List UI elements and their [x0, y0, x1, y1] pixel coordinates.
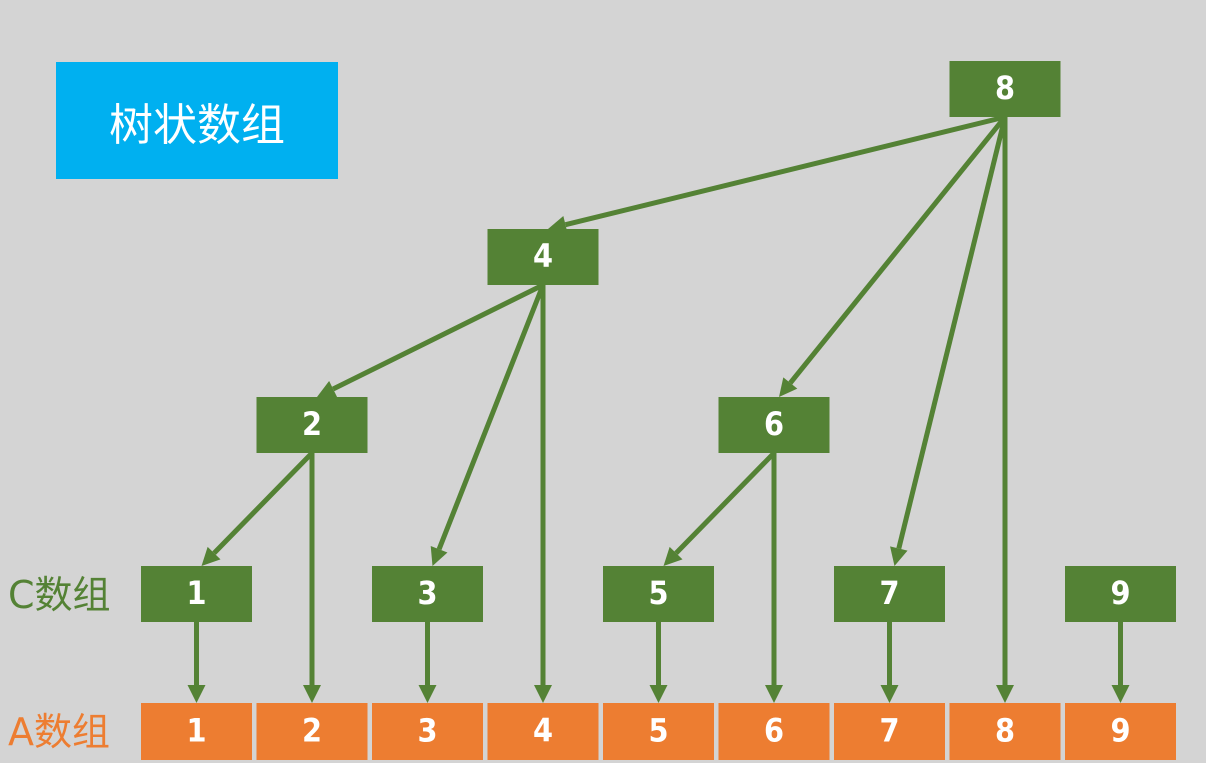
a-node-8: 8	[949, 703, 1061, 760]
a-node-6-label: 6	[764, 712, 784, 750]
a-node-9: 9	[1065, 703, 1176, 760]
a-node-1-label: 1	[186, 712, 206, 750]
c-node-3-box	[372, 566, 483, 622]
c-node-5: 5	[603, 566, 714, 622]
a-node-5-label: 5	[648, 712, 668, 750]
c-node-9-box	[1065, 566, 1176, 622]
edge-c6-to-a6-arrowhead	[765, 685, 783, 703]
c-node-3: 3	[372, 566, 483, 622]
edge-c4-to-a4	[534, 285, 552, 703]
edge-c1-to-a1	[187, 622, 206, 703]
c-node-2-box	[256, 397, 368, 453]
edge-c8-to-a8	[996, 117, 1014, 703]
edge-c6-to-c5-arrowhead	[663, 546, 683, 566]
a-node-9-label: 9	[1110, 712, 1130, 750]
a-node-7-label: 7	[879, 712, 899, 750]
a-node-1: 1	[141, 703, 252, 760]
a-node-9-box	[1065, 703, 1176, 760]
c-node-8: 8	[949, 61, 1061, 117]
c-node-9: 9	[1065, 566, 1176, 622]
a-node-5-box	[603, 703, 714, 760]
c-node-5-label: 5	[648, 574, 668, 612]
a-node-4: 4	[487, 703, 599, 760]
edge-c6-to-a6	[765, 453, 783, 703]
c-node-6-label: 6	[764, 405, 784, 443]
a-node-3-box	[372, 703, 483, 760]
edge-c9-to-a9	[1111, 622, 1130, 703]
c-node-8-label: 8	[995, 69, 1015, 107]
edge-c8-to-c6	[779, 115, 1007, 397]
a-node-6-box	[718, 703, 830, 760]
edge-c2-to-c1-arrowhead	[201, 546, 221, 566]
c-node-4-box	[487, 229, 599, 285]
a-array-label: A数组	[8, 710, 110, 754]
edge-c4-to-c3-line	[436, 284, 546, 551]
edge-c2-to-c1-line	[212, 451, 314, 555]
edge-c2-to-c1	[201, 451, 314, 566]
a-node-8-label: 8	[995, 712, 1015, 750]
a-node-7: 7	[834, 703, 945, 760]
edge-c4-to-c3-arrowhead	[430, 545, 448, 566]
c-node-1: 1	[141, 566, 252, 622]
c-node-6-box	[718, 397, 830, 453]
a-node-7-box	[834, 703, 945, 760]
edge-c8-to-c7-arrowhead	[890, 546, 908, 566]
edge-c5-to-a5-arrowhead	[649, 685, 668, 703]
c-node-1-box	[141, 566, 252, 622]
edge-c7-to-a7-arrowhead	[880, 685, 899, 703]
edge-c4-to-c2-line	[332, 282, 545, 392]
a-node-6: 6	[718, 703, 830, 760]
c-array-label: C数组	[8, 573, 111, 617]
a-node-2: 2	[256, 703, 368, 760]
edge-c9-to-a9-arrowhead	[1111, 685, 1130, 703]
edge-c8-to-a8-arrowhead	[996, 685, 1014, 703]
a-node-8-box	[949, 703, 1061, 760]
a-node-2-box	[256, 703, 368, 760]
edge-c8-to-c4	[548, 114, 1006, 234]
c-node-3-label: 3	[417, 574, 437, 612]
edge-c6-to-c5-line	[674, 451, 776, 555]
edge-c5-to-a5	[649, 622, 668, 703]
c-node-4-label: 4	[533, 237, 553, 275]
edge-c6-to-c5	[663, 451, 776, 566]
edge-c1-to-a1-arrowhead	[187, 685, 206, 703]
c-node-8-box	[949, 61, 1061, 117]
edge-c3-to-a3-arrowhead	[418, 685, 437, 703]
c-node-7-label: 7	[879, 574, 899, 612]
edge-c4-to-a4-arrowhead	[534, 685, 552, 703]
edge-c4-to-c3	[430, 284, 546, 566]
a-node-4-label: 4	[533, 712, 553, 750]
c-node-9-label: 9	[1110, 574, 1130, 612]
edge-c4-to-c2-arrowhead	[317, 380, 338, 398]
edge-c4-to-c2	[317, 282, 545, 398]
edge-c2-to-a2	[303, 453, 321, 703]
c-node-4: 4	[487, 229, 599, 285]
a-node-4-box	[487, 703, 599, 760]
a-node-5: 5	[603, 703, 714, 760]
a-node-3: 3	[372, 703, 483, 760]
c-node-6: 6	[718, 397, 830, 453]
c-node-1-label: 1	[186, 574, 206, 612]
c-node-2-label: 2	[302, 405, 322, 443]
edge-c2-to-a2-arrowhead	[303, 685, 321, 703]
a-node-2-label: 2	[302, 712, 322, 750]
a-node-1-box	[141, 703, 252, 760]
edge-c3-to-a3	[418, 622, 437, 703]
diagram-title: 树状数组	[56, 62, 338, 179]
c-node-2: 2	[256, 397, 368, 453]
c-node-5-box	[603, 566, 714, 622]
c-node-7: 7	[834, 566, 945, 622]
edge-c8-to-c4-line	[564, 114, 1006, 228]
edge-c8-to-c7-line	[896, 116, 1008, 550]
edge-c7-to-a7	[880, 622, 899, 703]
c-node-7-box	[834, 566, 945, 622]
edge-c8-to-c6-arrowhead	[779, 377, 798, 397]
a-node-3-label: 3	[417, 712, 437, 750]
edge-c8-to-c6-line	[788, 115, 1007, 385]
edge-c8-to-c7	[890, 116, 1008, 566]
